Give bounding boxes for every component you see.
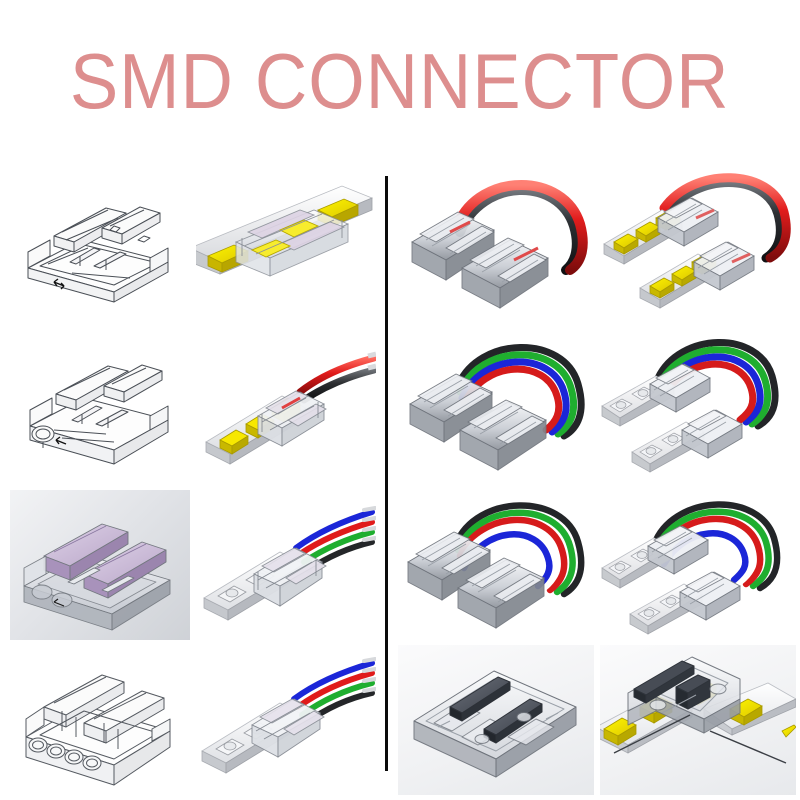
render-rgb-strip-to-wire-alt bbox=[201, 657, 376, 774]
render-rgb-strip-to-wire bbox=[203, 506, 376, 621]
product-image-r1c3 bbox=[398, 170, 594, 320]
render-jumper-2pin-on-strips bbox=[603, 173, 791, 309]
line-drawing-rgb-connector-4hole bbox=[25, 674, 171, 786]
panel-divider bbox=[385, 176, 388, 771]
render-jumper-2pin-red-black bbox=[411, 180, 588, 309]
product-image-r3c3 bbox=[398, 490, 594, 640]
render-strip-to-wire-red-black bbox=[205, 351, 376, 465]
render-jumper-rgb bbox=[409, 344, 585, 471]
product-image-r4c4 bbox=[600, 645, 796, 795]
render-corner-connector-l-shape bbox=[600, 656, 796, 764]
product-image-r1c2 bbox=[196, 170, 376, 320]
product-image-r4c2 bbox=[196, 645, 376, 795]
product-image-r3c1 bbox=[10, 490, 190, 640]
render-jumper-rgb-on-strips bbox=[601, 339, 779, 473]
product-image-r2c4 bbox=[600, 330, 796, 480]
product-image-r2c3 bbox=[398, 330, 594, 480]
product-image-grid bbox=[0, 160, 800, 800]
line-drawing-connector-2pin-open bbox=[27, 206, 169, 303]
product-image-r1c4 bbox=[600, 170, 796, 320]
product-image-r4c1 bbox=[10, 645, 190, 795]
page-title-bar: SMD CONNECTOR bbox=[0, 36, 800, 126]
render-jumper-rgbw-on-strips bbox=[601, 501, 781, 635]
product-image-r2c2 bbox=[196, 330, 376, 480]
line-drawing-connector-strip-to-wire bbox=[29, 364, 169, 465]
render-rgb-connector-lavender-contacts bbox=[23, 523, 171, 631]
product-image-r4c3 bbox=[398, 645, 594, 795]
page-title: SMD CONNECTOR bbox=[70, 37, 730, 125]
render-connector-on-strip bbox=[196, 185, 374, 277]
product-image-r2c1 bbox=[10, 330, 190, 480]
render-jumper-rgbw bbox=[407, 502, 585, 629]
product-image-r3c2 bbox=[196, 490, 376, 640]
product-image-r1c1 bbox=[10, 170, 190, 320]
product-image-r3c4 bbox=[600, 490, 796, 640]
render-closed-housing-with-levers bbox=[413, 670, 577, 778]
